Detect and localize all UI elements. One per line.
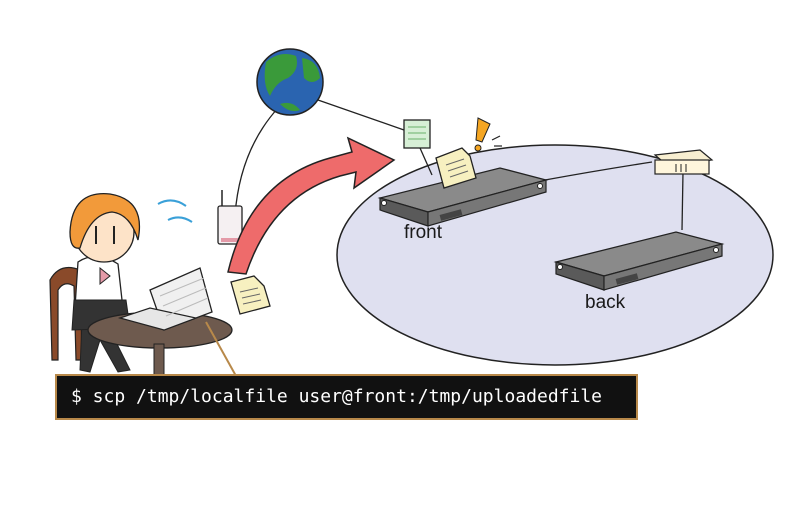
server-back xyxy=(553,231,725,291)
document-icon xyxy=(230,275,271,315)
server-label-back: back xyxy=(585,292,626,313)
switch-icon xyxy=(653,149,714,175)
alert-icon xyxy=(474,117,502,152)
connection-lines xyxy=(234,99,684,231)
server-label-front: front xyxy=(404,222,443,243)
user-icon xyxy=(49,193,193,373)
firewall-icon xyxy=(403,119,431,149)
wifi-router-icon xyxy=(217,190,243,245)
laptop-icon xyxy=(117,267,213,331)
document-icon xyxy=(435,147,477,189)
transfer-arrow xyxy=(227,136,396,275)
globe-icon xyxy=(256,48,324,116)
terminal-command: $ scp /tmp/localfile user@front:/tmp/upl… xyxy=(55,374,638,420)
callout-pointer xyxy=(205,321,237,377)
